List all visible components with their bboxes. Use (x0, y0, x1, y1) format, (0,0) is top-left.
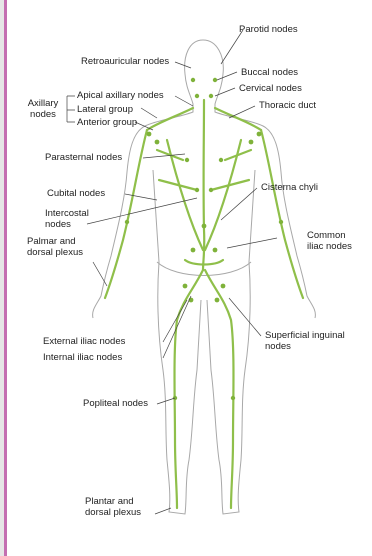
label-cisterna-chyli: Cisterna chyli (261, 182, 318, 193)
label-buccal-nodes: Buccal nodes (241, 67, 298, 78)
label-popliteal-nodes: Popliteal nodes (83, 398, 148, 409)
label-lateral-group: Lateral group (77, 104, 133, 115)
label-intercostal-nodes: Intercostal nodes (45, 208, 107, 230)
diagram-panel: Parotid nodes Retroauricular nodes Bucca… (4, 0, 372, 556)
label-axillary-nodes: Axillary nodes (23, 98, 63, 120)
label-superficial-inguinal-nodes: Superficial inguinal nodes (265, 330, 347, 352)
label-thoracic-duct: Thoracic duct (259, 100, 316, 111)
label-internal-iliac-nodes: Internal iliac nodes (43, 352, 122, 363)
label-parotid-nodes: Parotid nodes (239, 24, 298, 35)
label-anterior-group: Anterior group (77, 117, 137, 128)
label-palmar-dorsal-plexus: Palmar and dorsal plexus (27, 236, 89, 258)
label-retroauricular-nodes: Retroauricular nodes (81, 56, 169, 67)
label-cubital-nodes: Cubital nodes (47, 188, 105, 199)
lymphatic-diagram (7, 0, 372, 556)
lymph-vessels (105, 100, 303, 508)
label-apical-axillary-nodes: Apical axillary nodes (77, 90, 164, 101)
leader-lines (67, 30, 277, 514)
label-parasternal-nodes: Parasternal nodes (45, 152, 122, 163)
label-plantar-dorsal-plexus: Plantar and dorsal plexus (85, 496, 159, 518)
label-common-iliac-nodes: Common iliac nodes (307, 230, 359, 252)
label-cervical-nodes: Cervical nodes (239, 83, 302, 94)
label-external-iliac-nodes: External iliac nodes (43, 336, 125, 347)
